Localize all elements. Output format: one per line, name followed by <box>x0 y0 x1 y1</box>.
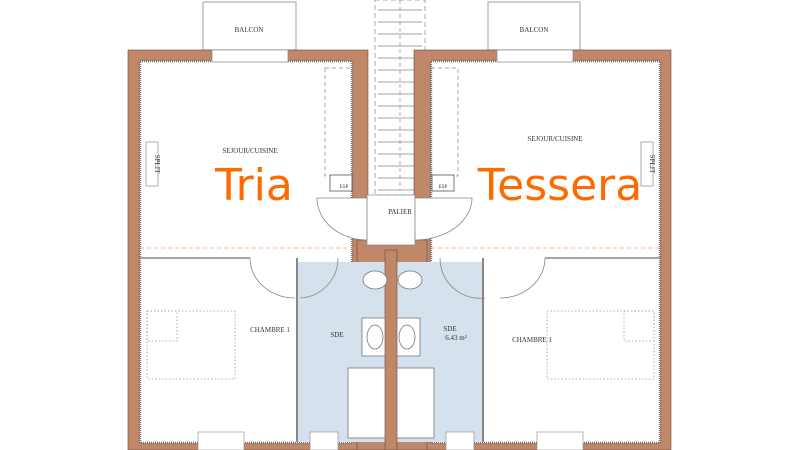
balcony-label-right: BALCON <box>520 26 549 34</box>
balcony-right <box>487 1 581 51</box>
door-bedroom-left[interactable] <box>249 257 296 299</box>
living-label-right: SEJOUR/CUISINE <box>527 135 582 143</box>
bedroom-label-left: CHAMBRE 1 <box>250 326 290 334</box>
unit-name-right: Tessera <box>477 160 642 211</box>
bathroom-fixtures-right <box>396 270 435 439</box>
storage-label-right: ESP <box>439 185 448 190</box>
bathroom-label-left: SDE <box>330 331 343 339</box>
window-balcony-left <box>211 49 289 63</box>
bed-left <box>146 310 236 380</box>
door-bathroom-right[interactable] <box>439 257 486 299</box>
bedroom-label-right: CHAMBRE 1 <box>512 336 552 344</box>
storage-label-left: ESP <box>340 185 349 190</box>
unit-name-left: Tria <box>214 160 293 211</box>
bathroom-label-right: SDE <box>443 325 456 333</box>
door-bathroom-left[interactable] <box>299 257 339 299</box>
living-label-left: SEJOUR/CUISINE <box>222 147 277 155</box>
landing <box>366 194 416 246</box>
landing-label: PALIER <box>388 208 412 216</box>
window-balcony-right <box>496 49 574 63</box>
split-unit-right <box>640 141 654 187</box>
door-right-entry[interactable] <box>414 197 473 241</box>
bathroom-fixtures-left <box>347 270 388 439</box>
bathroom-area-right: 6.43 m² <box>445 334 467 342</box>
door-left-entry[interactable] <box>316 197 368 241</box>
bed-right <box>546 310 655 380</box>
balcony-label-left: BALCON <box>235 26 264 34</box>
storage-left <box>329 174 353 192</box>
balcony-left <box>202 1 297 51</box>
storage-right <box>431 174 455 192</box>
split-unit-left <box>145 141 159 187</box>
split-label-right: SPLIT <box>648 155 656 174</box>
split-label-left: SPLIT <box>153 155 161 174</box>
door-bedroom-right[interactable] <box>499 257 546 299</box>
